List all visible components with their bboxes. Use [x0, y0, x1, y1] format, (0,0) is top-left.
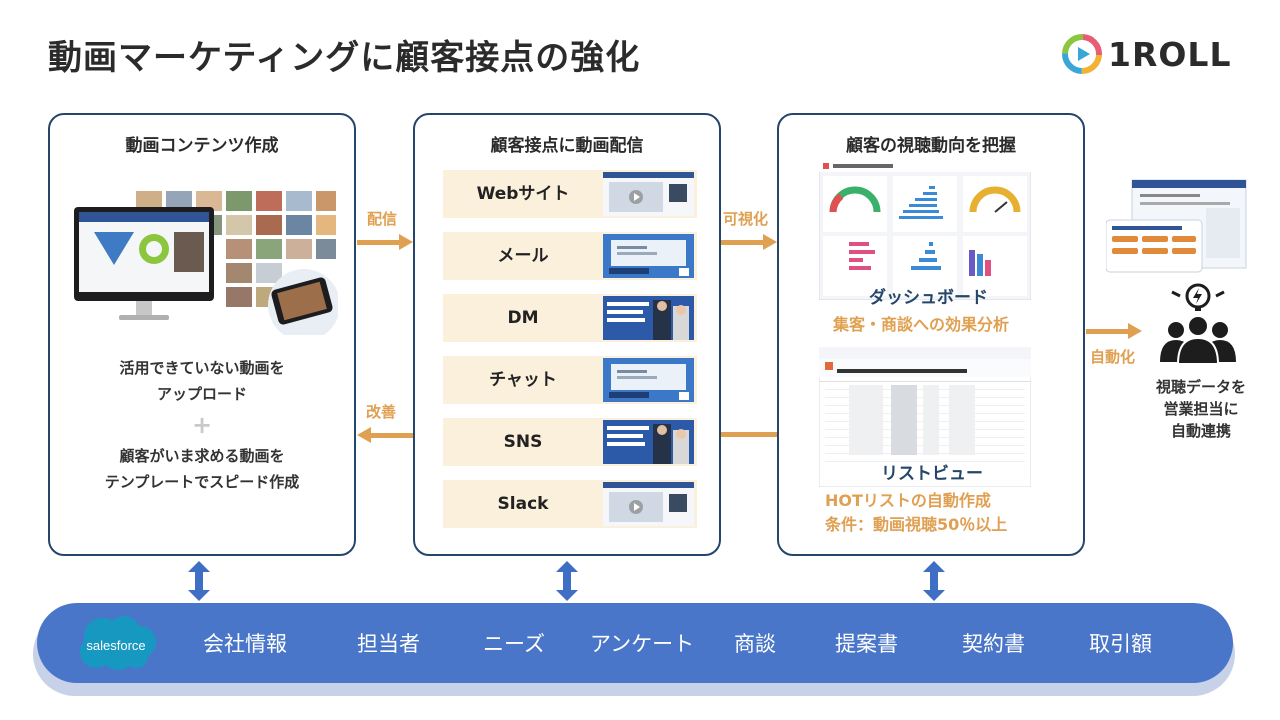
deliver-label: 配信: [367, 210, 398, 228]
visualize-label: 可視化: [723, 210, 769, 228]
arrow-right-icon: [357, 234, 413, 250]
video-thumbnail: [603, 482, 694, 526]
channel-chat: チャット: [443, 356, 697, 404]
sf-field-deal: 商談: [734, 632, 776, 656]
double-arrow-icon: [923, 561, 945, 601]
double-arrow-icon: [556, 561, 578, 601]
panel-title: 顧客の視聴動向を把握: [846, 136, 1016, 156]
sf-field-needs: ニーズ: [483, 632, 545, 656]
channel-label: Webサイト: [476, 184, 570, 204]
arrow-left-icon: [357, 427, 413, 443]
panel-title: 顧客接点に動画配信: [490, 136, 644, 156]
salesforce-logo-text: salesforce: [86, 638, 145, 653]
sales-sync-text: 視聴データを 営業担当に 自動連携: [1136, 376, 1266, 442]
upload-text-1: 活用できていない動画を: [119, 359, 285, 377]
channel-dm: DM: [443, 294, 697, 342]
listview-label: リストビュー: [881, 464, 983, 484]
dashboard-caption: 集客・商談への効果分析: [833, 315, 1010, 334]
channel-mail: メール: [443, 232, 697, 280]
template-text-2: テンプレートでスピード作成: [104, 473, 300, 491]
salesforce-logo: salesforce: [80, 616, 156, 670]
sales-sync-line1: 視聴データを: [1155, 378, 1246, 396]
sales-notification-screenshot: [1106, 179, 1247, 273]
channel-label: Slack: [497, 494, 549, 514]
panel-video-delivery: 顧客接点に動画配信 Webサイト メール DM チャット: [413, 113, 721, 556]
channel-label: DM: [507, 308, 539, 328]
panel-title: 動画コンテンツ作成: [125, 136, 279, 156]
channel-label: SNS: [503, 432, 543, 452]
sf-field-contact: 担当者: [357, 632, 420, 656]
sales-sync-line2: 営業担当に: [1163, 400, 1239, 418]
sf-field-amount: 取引額: [1089, 632, 1152, 656]
dashboard-label: ダッシュボード: [869, 288, 988, 308]
dashboard-screenshot: [819, 160, 1031, 300]
panel-viewing-analysis: 顧客の視聴動向を把握 ダッシュボード 集客・商談への効果分析: [777, 113, 1085, 556]
connector-line: [721, 432, 777, 437]
video-library-illustration: [74, 191, 338, 335]
video-thumbnail: [603, 296, 694, 340]
sf-field-company: 会社情報: [203, 632, 287, 656]
arrow-right-icon: [1086, 323, 1142, 339]
panel-content-creation: 動画コンテンツ作成 活用できていない動画を アップロード + 顧客がいま求める動…: [48, 113, 356, 556]
sf-field-proposal: 提案書: [835, 632, 898, 656]
channel-web: Webサイト: [443, 170, 697, 218]
sales-sync-line3: 自動連携: [1170, 422, 1231, 440]
sf-field-survey: アンケート: [590, 632, 695, 656]
arrow-right-icon: [721, 234, 777, 250]
channel-label: チャット: [489, 370, 557, 390]
video-thumbnail: [603, 172, 694, 216]
upload-text-2: アップロード: [156, 385, 247, 403]
channel-sns: SNS: [443, 418, 697, 466]
condition-caption: 条件：動画視聴50％以上: [825, 515, 1008, 534]
1roll-logo-icon: [1062, 34, 1102, 74]
automate-label: 自動化: [1090, 348, 1136, 366]
brand-logo: 1ROLL: [1062, 34, 1231, 74]
improve-label: 改善: [366, 403, 397, 421]
hotlist-caption: HOTリストの自動作成: [825, 491, 991, 510]
plus-sign: +: [191, 411, 213, 439]
sf-field-contract: 契約書: [962, 632, 1025, 656]
double-arrow-icon: [188, 561, 210, 601]
channel-label: メール: [497, 246, 549, 266]
page-title: 動画マーケティングに顧客接点の強化: [48, 38, 641, 78]
video-thumbnail: [603, 358, 694, 402]
salesforce-bar: [37, 603, 1233, 683]
template-text-1: 顧客がいま求める動画を: [119, 447, 285, 465]
logo-text: 1ROLL: [1108, 34, 1232, 74]
sales-team-icon: [1160, 283, 1236, 364]
channel-slack: Slack: [443, 480, 697, 528]
video-thumbnail: [603, 234, 694, 278]
listview-screenshot: [819, 347, 1031, 487]
video-thumbnail: [603, 420, 694, 464]
